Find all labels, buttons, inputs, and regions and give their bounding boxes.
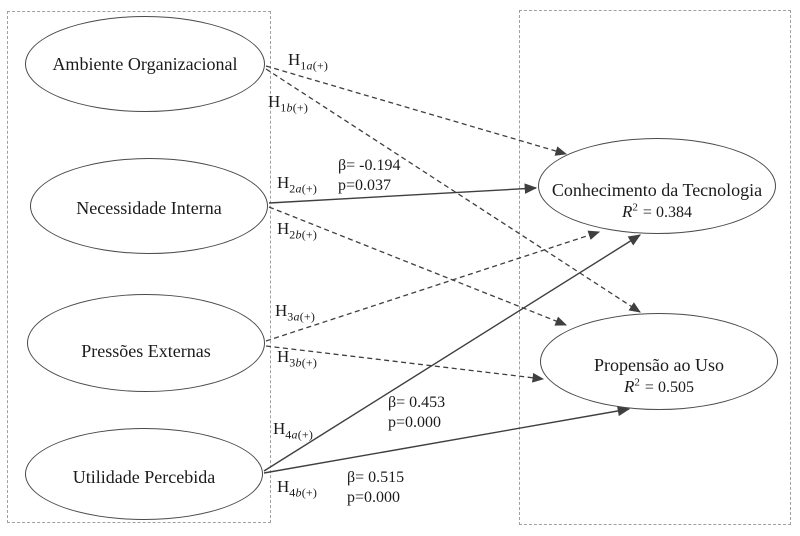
- hypothesis-label-h3a: H3a(+): [275, 301, 316, 324]
- coefficient-h4a: β= 0.453 p=0.000: [388, 393, 445, 433]
- construct-ambiente-organizacional: Ambiente Organizacional: [25, 16, 265, 112]
- p-value: p=0.037: [338, 177, 392, 194]
- construct-label: Utilidade Percebida: [72, 466, 216, 487]
- hypothesis-label-h3b: H3b(+): [277, 347, 318, 370]
- construct-label: Propensão ao Uso: [594, 355, 724, 375]
- construct-necessidade-interna: Necessidade Interna: [30, 158, 268, 254]
- construct-label: Necessidade Interna: [76, 197, 222, 218]
- beta-value: β= -0.194: [338, 157, 401, 174]
- r-squared-value: R2= 0.384: [622, 201, 692, 221]
- hypothesis-label-h2a: H2a(+): [277, 173, 318, 196]
- beta-value: β= 0.453: [388, 394, 446, 411]
- construct-label: Ambiente Organizacional: [52, 53, 238, 74]
- endogenous-constructs-panel: [519, 10, 791, 525]
- construct-label: Conhecimento da Tecnologia: [551, 180, 763, 200]
- construct-propensao-ao-uso: Propensão ao Uso R2= 0.505: [540, 313, 778, 410]
- p-value: p=0.000: [388, 414, 442, 431]
- construct-conhecimento-da-tecnologia: Conhecimento da Tecnologia R2= 0.384: [538, 138, 776, 234]
- hypothesis-label-h1b: H1b(+): [268, 92, 309, 115]
- hypothesis-label-h1a: H1a(+): [288, 50, 329, 73]
- p-value: p=0.000: [347, 489, 401, 506]
- r-squared-value: R2= 0.505: [624, 376, 694, 396]
- hypothesis-label-h4a: H4a(+): [273, 419, 314, 442]
- coefficient-h4b: β= 0.515 p=0.000: [347, 468, 404, 508]
- construct-utilidade-percebida: Utilidade Percebida: [25, 428, 263, 520]
- hypothesis-label-h2b: H2b(+): [277, 219, 318, 242]
- construct-pressoes-externas: Pressões Externas: [27, 294, 265, 392]
- construct-label: Pressões Externas: [81, 340, 211, 361]
- hypothesis-label-h4b: H4b(+): [277, 477, 318, 500]
- coefficient-h2a: β= -0.194 p=0.037: [338, 156, 401, 196]
- beta-value: β= 0.515: [347, 469, 405, 486]
